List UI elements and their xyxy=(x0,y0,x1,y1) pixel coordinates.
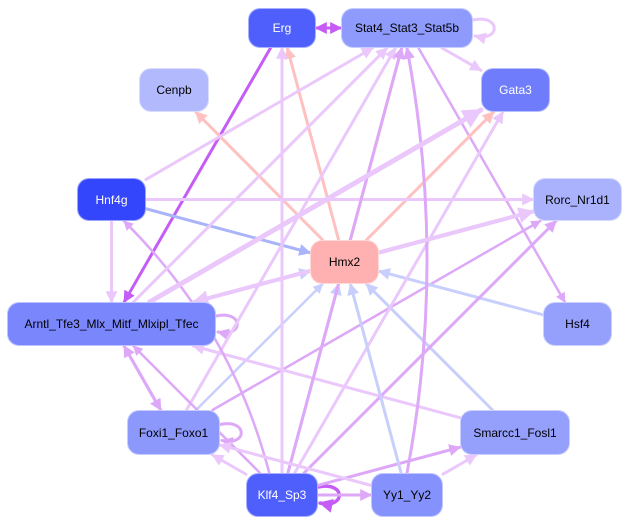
edge-klf4-to-foxi1 xyxy=(211,453,248,476)
node-label: Hsf4 xyxy=(565,317,590,331)
node-label: Hmx2 xyxy=(328,255,361,269)
node-label: Yy1_Yy2 xyxy=(382,488,432,502)
node-stat4-stat3-stat5b[interactable]: Stat4_Stat3_Stat5b xyxy=(341,8,473,48)
node-arntl-tfe3-mlx-mitf-mlxipl-tfec[interactable]: Arntl_Tfe3_Mlx_Mitf_Mlxipl_Tfec xyxy=(7,302,216,346)
edge-yy1-to-smarcc1 xyxy=(441,453,478,476)
node-cenpb[interactable]: Cenpb xyxy=(139,68,209,112)
edge-smarcc1-to-arntl xyxy=(191,343,462,420)
node-label: Smarcc1_Fosl1 xyxy=(473,425,557,440)
edge-klf4-to-arntl xyxy=(132,344,262,475)
node-foxi1-foxo1[interactable]: Foxi1_Foxo1 xyxy=(127,410,220,455)
edge-yy1-to-stat xyxy=(403,46,429,475)
node-label: Erg xyxy=(272,21,292,35)
edge-foxi1-to-hmx2 xyxy=(194,282,324,412)
node-label: Klf4_Sp3 xyxy=(257,488,307,502)
edge-stat-to-gata3 xyxy=(440,46,483,72)
edge-hmx2-to-erg xyxy=(284,46,341,242)
edge-hsf4-to-hmx2 xyxy=(377,268,545,317)
node-label: Gata3 xyxy=(499,83,532,97)
edge-foxi1-to-foxi1 xyxy=(218,422,243,449)
node-hsf4[interactable]: Hsf4 xyxy=(543,302,612,346)
edges-layer xyxy=(105,17,567,513)
node-label: Arntl_Tfe3_Mlx_Mitf_Mlxipl_Tfec xyxy=(24,317,199,331)
edge-klf4-to-gata3 xyxy=(293,110,505,475)
edge-hnf4g-to-stat xyxy=(144,46,375,181)
edge-stat-to-stat xyxy=(471,17,496,45)
node-smarcc1-fosl1[interactable]: Smarcc1_Fosl1 xyxy=(460,410,570,455)
node-label: Cenpb xyxy=(156,83,192,97)
node-yy1-yy2[interactable]: Yy1_Yy2 xyxy=(371,473,443,517)
edge-yy1-to-hmx2 xyxy=(347,282,403,475)
node-rorc-nr1d1[interactable]: Rorc_Nr1d1 xyxy=(533,178,622,221)
edge-arntl-to-gata3 xyxy=(146,107,484,305)
node-label: Hnf4g xyxy=(95,192,128,207)
edge-klf4-to-rorc xyxy=(302,219,558,475)
edge-arntl-to-stat xyxy=(131,46,389,304)
node-hmx2[interactable]: Hmx2 xyxy=(310,240,379,284)
edge-stat-to-hsf4 xyxy=(417,46,567,304)
edge-hmx2-to-gata3 xyxy=(364,110,496,242)
node-klf4-sp3[interactable]: Klf4_Sp3 xyxy=(246,473,318,517)
node-label: Rorc_Nr1d1 xyxy=(545,192,610,207)
node-hnf4g[interactable]: Hnf4g xyxy=(77,178,146,221)
edge-foxi1-to-rorc xyxy=(211,219,542,412)
edge-hnf4g-to-hmx2 xyxy=(144,207,312,256)
node-label: Stat4_Stat3_Stat5b xyxy=(354,21,460,35)
node-erg[interactable]: Erg xyxy=(248,8,316,48)
edge-yy1-to-foxi1 xyxy=(218,441,373,487)
edge-erg-to-arntl xyxy=(122,46,272,304)
node-gata3[interactable]: Gata3 xyxy=(481,68,550,112)
node-label: Foxi1_Foxo1 xyxy=(138,425,209,440)
edge-foxi1-to-arntl xyxy=(122,344,163,412)
